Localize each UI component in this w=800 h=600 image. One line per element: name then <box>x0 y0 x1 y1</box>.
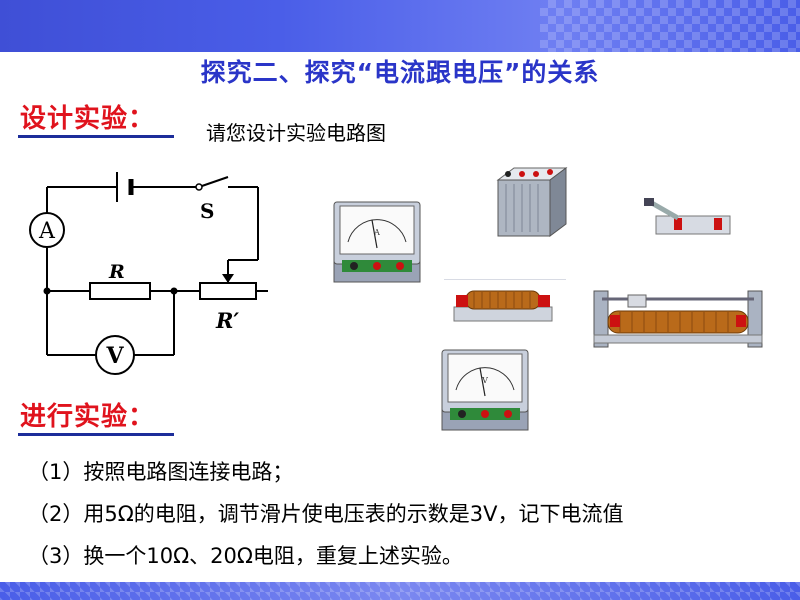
ammeter-image: A <box>333 201 421 283</box>
bottom-banner <box>0 582 800 600</box>
perform-heading: 进行实验： <box>20 402 156 432</box>
step-1: （1）按照电路图连接电路； <box>28 460 294 484</box>
slide-title: 探究二、探究“电流跟电压”的关系 <box>200 58 600 87</box>
divider-line <box>444 279 566 280</box>
perform-underline <box>18 433 174 436</box>
top-banner <box>0 0 800 52</box>
circuit-diagram: A V S R R′ <box>29 172 268 375</box>
battery-image <box>496 167 568 237</box>
step-2: （2）用5Ω的电阻，调节滑片使电压表的示数是3V，记下电流值 <box>28 502 624 526</box>
resistor-image <box>453 290 553 322</box>
design-prompt: 请您设计实验电路图 <box>206 121 386 145</box>
switch-label: S <box>200 199 214 223</box>
design-heading: 设计实验： <box>20 104 156 134</box>
resistor-label: R <box>108 261 125 283</box>
design-underline <box>18 135 174 138</box>
step-3: （3）换一个10Ω、20Ω电阻，重复上述实验。 <box>28 544 463 568</box>
rheostat-image <box>593 290 763 348</box>
ammeter-label: A <box>38 219 56 244</box>
svg-text:A: A <box>373 228 380 237</box>
knife-switch-image <box>644 198 731 235</box>
svg-text:V: V <box>481 376 488 385</box>
voltmeter-image: V <box>441 349 529 431</box>
voltmeter-label: V <box>105 343 124 369</box>
rheostat-label: R′ <box>215 308 239 333</box>
